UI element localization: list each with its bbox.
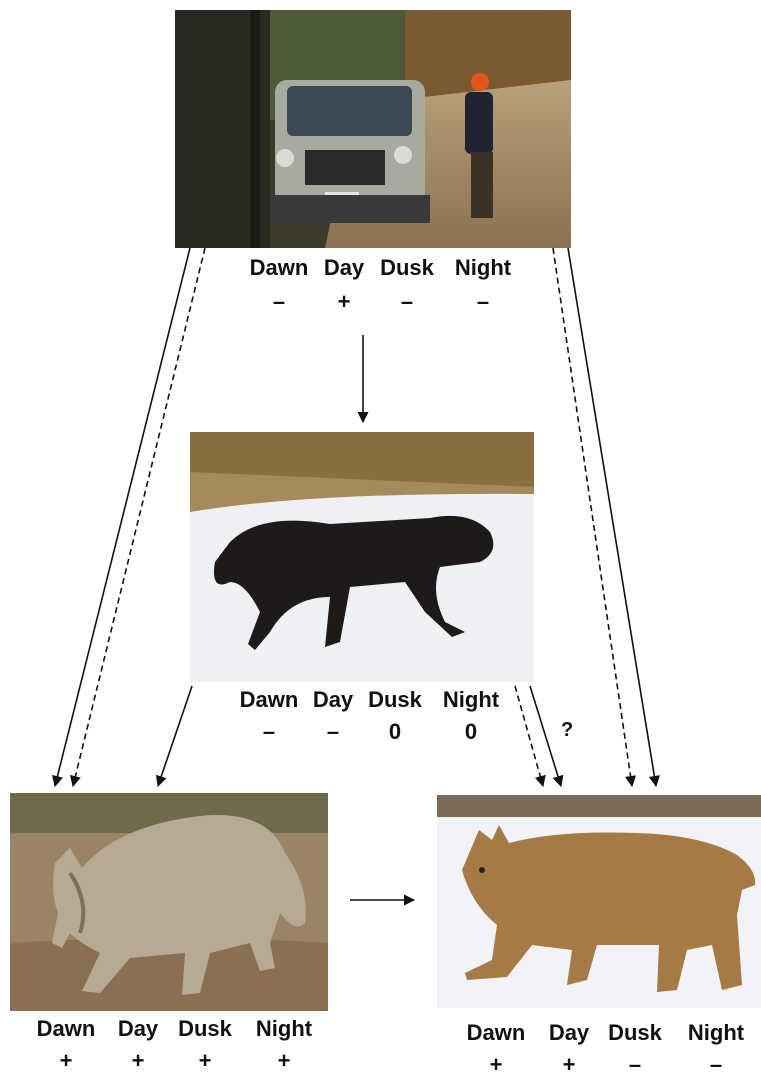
wolf-activity-table: Dawn Day Dusk Night – – 0 0	[235, 687, 515, 751]
effect-symbol: –	[307, 719, 359, 745]
human-vehicle-photo	[175, 10, 571, 248]
period-header: Day	[110, 1016, 166, 1042]
period-header: Night	[431, 687, 511, 713]
arrow-human-to-bobcat-direct	[568, 248, 656, 786]
period-header: Dusk	[604, 1020, 666, 1046]
effect-symbol: –	[443, 289, 523, 315]
effect-symbol: –	[375, 289, 439, 315]
effect-symbol: –	[235, 719, 303, 745]
effect-symbol: +	[460, 1052, 532, 1078]
effect-symbol: +	[244, 1048, 324, 1074]
period-header: Dusk	[375, 255, 439, 281]
bobcat-photo	[437, 795, 761, 1008]
period-header: Dawn	[460, 1020, 532, 1046]
arrow-human-to-bobcat-indirect	[553, 248, 632, 786]
effect-symbol: +	[317, 289, 371, 315]
uncertain-effect-label: ?	[561, 719, 573, 742]
effect-symbol: +	[172, 1048, 238, 1074]
period-header: Day	[542, 1020, 596, 1046]
effect-symbol: +	[110, 1048, 166, 1074]
effect-symbol: 0	[363, 719, 427, 745]
arrow-wolf-to-bobcat-direct	[530, 686, 561, 786]
effect-symbol: –	[604, 1052, 666, 1078]
period-header: Dusk	[172, 1016, 238, 1042]
period-header: Dawn	[30, 1016, 102, 1042]
period-header: Night	[244, 1016, 324, 1042]
effect-symbol: 0	[431, 719, 511, 745]
arrow-wolf-to-bobcat-indirect	[515, 686, 543, 786]
effect-symbol: –	[676, 1052, 756, 1078]
effect-symbol: –	[245, 289, 313, 315]
effect-symbol: +	[542, 1052, 596, 1078]
arrow-human-to-coyote-direct	[55, 248, 190, 786]
wolf-photo	[190, 432, 534, 682]
period-header: Night	[443, 255, 523, 281]
effect-symbol: +	[30, 1048, 102, 1074]
period-header: Day	[307, 687, 359, 713]
period-header: Dawn	[245, 255, 313, 281]
arrow-human-to-coyote-indirect	[73, 248, 205, 786]
coyote-photo	[10, 793, 328, 1011]
human-activity-table: Dawn Day Dusk Night – + – –	[245, 255, 525, 319]
coyote-activity-table: Dawn Day Dusk Night + + + +	[30, 1016, 325, 1076]
bobcat-activity-table: Dawn Day Dusk Night + + – –	[460, 1020, 760, 1076]
period-header: Day	[317, 255, 371, 281]
period-header: Dusk	[363, 687, 427, 713]
period-header: Dawn	[235, 687, 303, 713]
period-header: Night	[676, 1020, 756, 1046]
arrow-wolf-to-coyote	[158, 686, 192, 786]
